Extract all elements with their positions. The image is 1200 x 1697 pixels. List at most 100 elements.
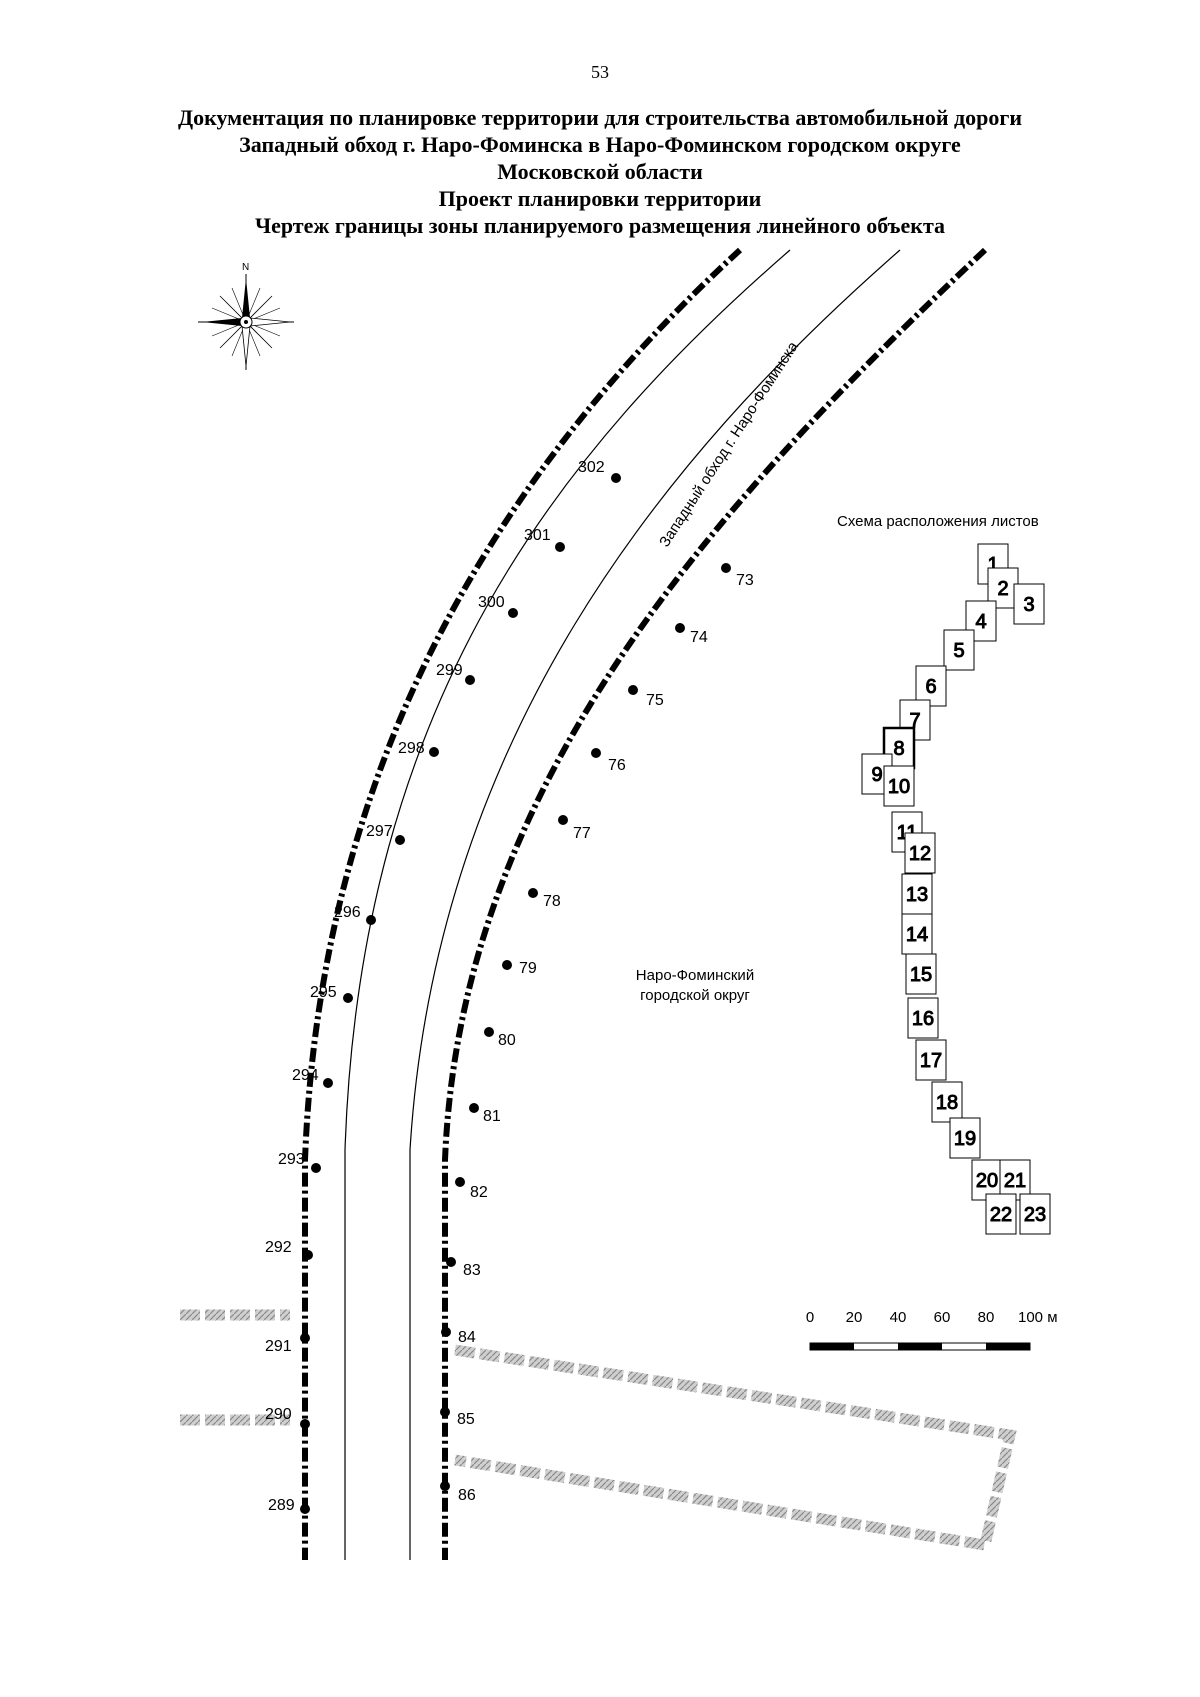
svg-text:82: 82	[470, 1184, 488, 1201]
svg-text:19: 19	[954, 1128, 976, 1150]
sheet-box: 16	[907, 997, 939, 1039]
svg-text:21: 21	[1004, 1170, 1026, 1192]
document-title: Документация по планировке территории дл…	[0, 104, 1200, 239]
boundary-point: 86	[440, 1481, 476, 1504]
svg-text:10: 10	[888, 776, 910, 798]
svg-text:301: 301	[524, 527, 551, 544]
road-edge-line-right	[409, 249, 901, 1560]
svg-text:6: 6	[925, 676, 936, 698]
boundary-point: 83	[446, 1257, 481, 1279]
svg-text:77: 77	[573, 825, 591, 842]
svg-text:8: 8	[893, 738, 904, 760]
svg-text:23: 23	[1024, 1204, 1046, 1226]
scale-tick-label: 0	[806, 1309, 814, 1326]
boundary-point: 82	[455, 1177, 488, 1201]
sheet-box: 21	[999, 1159, 1031, 1201]
boundary-point: 290	[265, 1406, 310, 1429]
left-boundary-points: 302 301 300 299 298 297 296 295 294 293 …	[265, 459, 621, 1514]
sheet-box: 3	[1013, 583, 1045, 625]
zone-boundary-right	[442, 247, 988, 1560]
page-number: 53	[591, 62, 609, 82]
north-label: N	[242, 262, 249, 273]
district-label-line-2: городской округ	[640, 987, 750, 1004]
right-boundary-points: 73 74 75 76 77 78 79 80 81 82 83 84 85 8…	[440, 563, 754, 1504]
scale-tick-label: 100 м	[1018, 1309, 1058, 1326]
svg-text:3: 3	[1023, 594, 1034, 616]
sheet-box: 4	[965, 600, 997, 642]
svg-text:289: 289	[268, 1497, 295, 1514]
sheet-box: 15	[905, 953, 937, 995]
boundary-point: 79	[502, 960, 537, 977]
svg-text:18: 18	[936, 1092, 958, 1114]
svg-text:297: 297	[366, 823, 393, 840]
svg-text:15: 15	[910, 964, 932, 986]
sheet-box: 2	[987, 567, 1019, 609]
sheet-box: 12	[904, 832, 936, 874]
title-line-5: Чертеж границы зоны планируемого размеще…	[254, 213, 946, 238]
svg-text:74: 74	[690, 629, 708, 646]
svg-text:299: 299	[436, 662, 463, 679]
svg-text:75: 75	[646, 692, 664, 709]
boundary-point: 80	[484, 1027, 516, 1049]
boundary-point: 74	[675, 623, 708, 646]
svg-text:20: 20	[976, 1170, 998, 1192]
svg-text:86: 86	[458, 1487, 476, 1504]
scale-tick-label: 80	[978, 1309, 995, 1326]
svg-text:300: 300	[478, 594, 505, 611]
svg-text:79: 79	[519, 960, 537, 977]
boundary-point: 292	[265, 1239, 313, 1260]
sheet-box: 20	[971, 1159, 1003, 1201]
boundary-point: 77	[558, 815, 591, 842]
svg-text:302: 302	[578, 459, 605, 476]
svg-text:12: 12	[909, 843, 931, 865]
scale-tick-label: 60	[934, 1309, 951, 1326]
boundary-point: 75	[628, 685, 664, 709]
sheet-layout-title: Схема расположения листов	[837, 513, 1039, 530]
svg-text:292: 292	[265, 1239, 292, 1256]
svg-text:81: 81	[483, 1108, 501, 1125]
svg-text:296: 296	[334, 904, 361, 921]
sheet-box: 6	[915, 665, 947, 707]
scale-tick-label: 20	[846, 1309, 863, 1326]
sheet-box: 19	[949, 1117, 981, 1159]
title-line-1: Документация по планировке территории дл…	[177, 105, 1023, 130]
sheet-box: 22	[985, 1193, 1017, 1235]
scale-tick-label: 40	[890, 1309, 907, 1326]
svg-text:78: 78	[543, 893, 561, 910]
boundary-point: 73	[721, 563, 754, 589]
svg-text:293: 293	[278, 1151, 305, 1168]
sheet-box: 18	[931, 1081, 963, 1123]
sheet-box: 17	[915, 1039, 947, 1081]
boundary-point: 296	[334, 904, 376, 925]
svg-text:290: 290	[265, 1406, 292, 1423]
svg-text:9: 9	[871, 764, 882, 786]
svg-text:17: 17	[920, 1050, 942, 1072]
svg-text:16: 16	[912, 1008, 934, 1030]
sheet-box: 23	[1019, 1193, 1051, 1235]
svg-text:298: 298	[398, 740, 425, 757]
boundary-point: 85	[440, 1407, 475, 1428]
svg-text:80: 80	[498, 1032, 516, 1049]
sheet-box: 5	[943, 629, 975, 671]
road-label: Западный обход г. Наро-Фоминска	[656, 338, 802, 550]
sheet-box: 10	[883, 765, 915, 807]
svg-text:76: 76	[608, 757, 626, 774]
svg-text:4: 4	[975, 611, 986, 633]
title-line-4: Проект планировки территории	[438, 186, 762, 211]
boundary-point: 293	[278, 1151, 321, 1173]
boundary-point: 78	[528, 888, 561, 910]
boundary-point: 298	[398, 740, 439, 757]
boundary-point: 291	[265, 1333, 310, 1355]
svg-text:2: 2	[997, 578, 1008, 600]
sheet-box: 14	[901, 913, 933, 955]
boundary-point: 84	[441, 1327, 476, 1346]
svg-text:14: 14	[906, 924, 928, 946]
svg-text:295: 295	[310, 984, 337, 1001]
boundary-point: 76	[591, 748, 626, 774]
adjacent-zone-boundary	[180, 1309, 1017, 1552]
zone-boundary-left	[302, 247, 743, 1560]
svg-text:294: 294	[292, 1067, 319, 1084]
boundary-point: 289	[268, 1497, 310, 1514]
road-edge-line-left	[344, 249, 791, 1560]
